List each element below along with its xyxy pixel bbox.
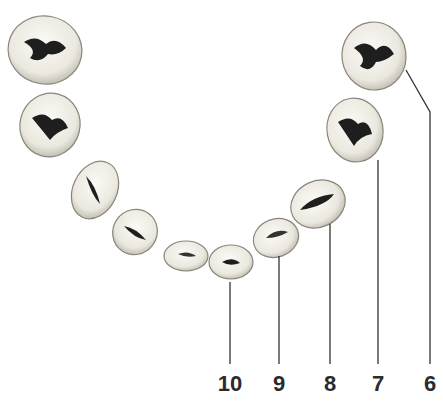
callout-number: 7 [372, 372, 384, 396]
tooth [13, 86, 88, 163]
tooth [104, 201, 166, 264]
tooth [283, 171, 353, 236]
tooth [62, 154, 127, 227]
callout-number: 6 [424, 372, 436, 396]
leader-line [229, 282, 230, 364]
leader-line [377, 160, 378, 364]
callout-number: 9 [273, 372, 285, 396]
leader-line [406, 70, 430, 364]
tooth [209, 245, 253, 279]
teeth [3, 10, 411, 279]
tooth [322, 94, 388, 167]
callout-number: 10 [218, 372, 242, 396]
leader-line [329, 224, 330, 364]
tooth [164, 241, 208, 271]
callout-number: 8 [324, 372, 336, 396]
leader-line [278, 256, 279, 364]
tooth [3, 10, 88, 90]
leader-lines [230, 70, 430, 364]
tooth [338, 18, 411, 94]
